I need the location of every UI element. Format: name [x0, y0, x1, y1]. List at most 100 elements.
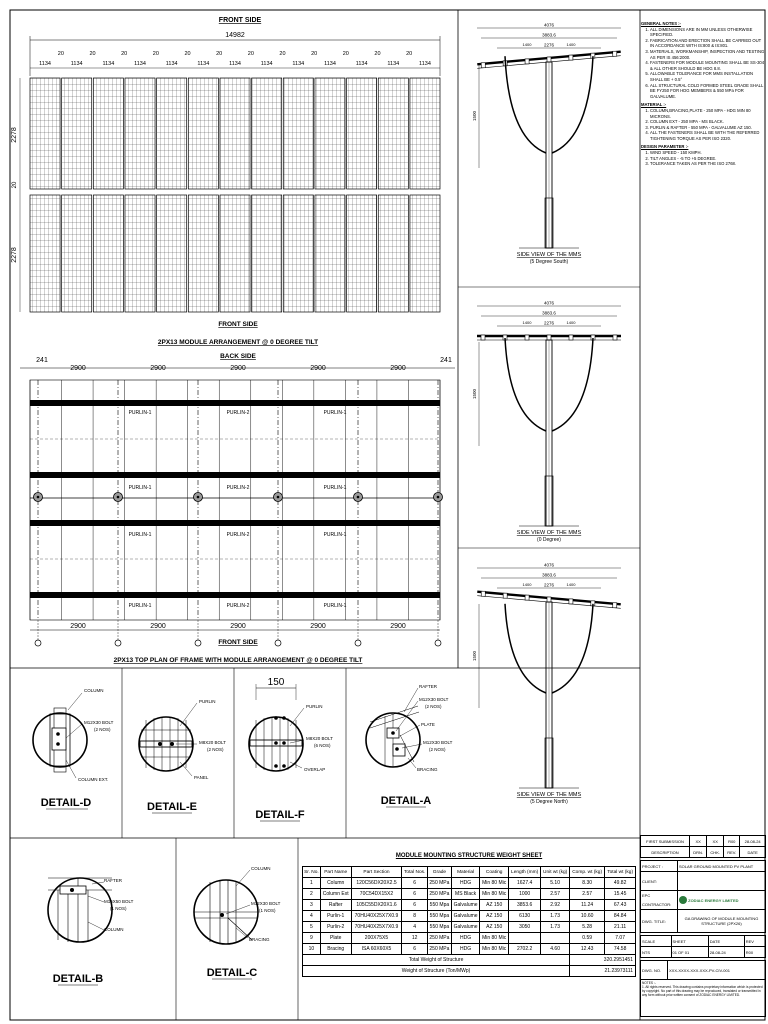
- height-dim-bottom: 2278: [11, 247, 18, 263]
- side-view-caption: SIDE VIEW OF THE MMS: [517, 792, 582, 798]
- table-cell: 70HU40X25X7X0.9: [350, 910, 403, 922]
- general-note-item: ALL DIMENSIONS ARE IN MM UNLESS OTHERWIS…: [650, 27, 765, 38]
- detail-d-column-label: COLUMN: [84, 688, 104, 693]
- design-list: WIND SPEED - 150 KMPH.TILT ANGLES - -5 T…: [641, 150, 765, 167]
- purlin-label: PURLIN-1: [129, 603, 152, 609]
- table-cell: 21.11: [604, 921, 636, 933]
- table-cell: 1627.4: [508, 877, 542, 889]
- solar-module: [219, 77, 251, 190]
- detail-a: RAFTER M12X30 BOLT (2 NOS) PLATE M12X30 …: [365, 684, 453, 808]
- table-cell: 4.60: [540, 943, 571, 955]
- solar-module: [219, 194, 251, 313]
- table-cell: HDG: [450, 932, 481, 944]
- detail-b-title: DETAIL-B: [53, 973, 104, 985]
- general-note-item: MATERIALS, WORKMANSHIP, INSPECTION AND T…: [650, 49, 765, 60]
- general-note-item: FABRICATION AND ERECTION SHALL BE CARRIE…: [650, 38, 765, 49]
- span-dim-2: 2900: [150, 365, 166, 372]
- revision-cell: R00: [723, 835, 741, 847]
- solar-module: [314, 77, 346, 190]
- side-dim: 3883.6: [542, 573, 556, 578]
- solar-module: [187, 194, 219, 313]
- general-notes-list: ALL DIMENSIONS ARE IN MM UNLESS OTHERWIS…: [641, 27, 765, 100]
- table-cell: 550 Mpa: [426, 899, 452, 911]
- purlin-label: PURLIN-2: [227, 410, 250, 416]
- purlin-section: [568, 598, 574, 605]
- purlin-label: PURLIN-1: [324, 603, 347, 609]
- overhang-dim-right: 241: [440, 357, 452, 364]
- date-value: 28-08-24: [707, 946, 745, 958]
- table-cell: 2.92: [540, 899, 571, 911]
- solar-module: [251, 77, 283, 190]
- table-cell: Column: [319, 877, 352, 889]
- bracing: [504, 603, 547, 694]
- span-dim-b4: 2900: [310, 623, 326, 630]
- bracing: [504, 56, 547, 154]
- table-cell: 550 Mpa: [426, 921, 452, 933]
- span-dim-4: 2900: [310, 365, 326, 372]
- general-note-item: ALL STRUCTURAL COLD FORMED STEEL GRADE S…: [650, 83, 765, 100]
- purlin-section: [502, 592, 508, 599]
- revision-cell: XX: [688, 835, 708, 847]
- table-cell: 70HU40X25X7X0.9: [350, 921, 403, 933]
- table-cell: Galvalume: [450, 921, 481, 933]
- detail-b-column-label: COLUMN: [104, 927, 124, 932]
- table-header-cell: Coating: [479, 866, 510, 878]
- scale-label: SCALE: [640, 935, 672, 947]
- table-cell: Min 80 Mic: [479, 888, 510, 900]
- module-grid: [29, 77, 441, 313]
- table-cell: Min 80 Mic: [479, 932, 510, 944]
- overhang-dim-left: 241: [36, 357, 48, 364]
- table-cell: 2: [302, 888, 321, 900]
- side-view-subcaption: (5 Degree North): [530, 799, 568, 805]
- notes-label: NOTES :-: [642, 981, 656, 985]
- top-plan: BACK SIDE 241 241 2900 2900 2900 2900 29…: [20, 353, 455, 664]
- general-notes: GENERAL NOTES :- ALL DIMENSIONS ARE IN M…: [641, 18, 765, 167]
- grid-bubble: [274, 639, 282, 647]
- table-cell: 3050: [508, 921, 542, 933]
- height-dim: 1500: [472, 110, 477, 121]
- detail-f-purlin-label: PURLIN: [306, 704, 323, 709]
- detail-d: COLUMN M12X30 BOLT (2 NOS) COLUMN EXT. D…: [32, 688, 114, 810]
- table-cell: 70C54DX15X2: [350, 888, 403, 900]
- module-gap-dim: 20: [153, 51, 159, 57]
- solar-module: [346, 77, 378, 190]
- module-width-dim: 1134: [229, 61, 241, 67]
- purlin-bar: [30, 400, 440, 406]
- detail-f-bolt-label: M8X20 BOLT: [306, 736, 333, 741]
- table-cell: 1000: [508, 888, 542, 900]
- table-cell: 6: [401, 877, 428, 889]
- table-header-cell: Part Name: [319, 866, 352, 878]
- table-cell: 84.84: [604, 910, 636, 922]
- solar-module: [124, 77, 156, 190]
- solar-module: [282, 194, 314, 313]
- side-dim: 1400: [523, 320, 533, 325]
- detail-a-bolt2-qty: (2 NOS): [429, 747, 446, 752]
- table-cell: 1.73: [540, 910, 571, 922]
- solar-module: [409, 77, 441, 190]
- purlin-bar: [30, 520, 440, 526]
- front-view-caption: 2PX13 MODULE ARRANGEMENT @ 0 DEGREE TILT: [158, 339, 318, 346]
- table-cell: Galvalume: [450, 910, 481, 922]
- module-gap-dim: 20: [343, 51, 349, 57]
- side-dim: 2276: [544, 583, 555, 588]
- purlin-section: [612, 50, 618, 57]
- module-width-dim: 1134: [71, 61, 83, 67]
- side-dim: 3883.6: [542, 311, 556, 316]
- purlin-section: [568, 334, 574, 341]
- solar-module: [156, 194, 188, 313]
- table-cell: 0.59: [569, 932, 606, 944]
- side-view-caption: SIDE VIEW OF THE MMS: [517, 530, 582, 536]
- design-title: DESIGN PARAMETER :-: [641, 144, 689, 150]
- solar-module: [29, 77, 61, 190]
- purlin-section: [524, 58, 530, 65]
- grid-bubble: [194, 639, 202, 647]
